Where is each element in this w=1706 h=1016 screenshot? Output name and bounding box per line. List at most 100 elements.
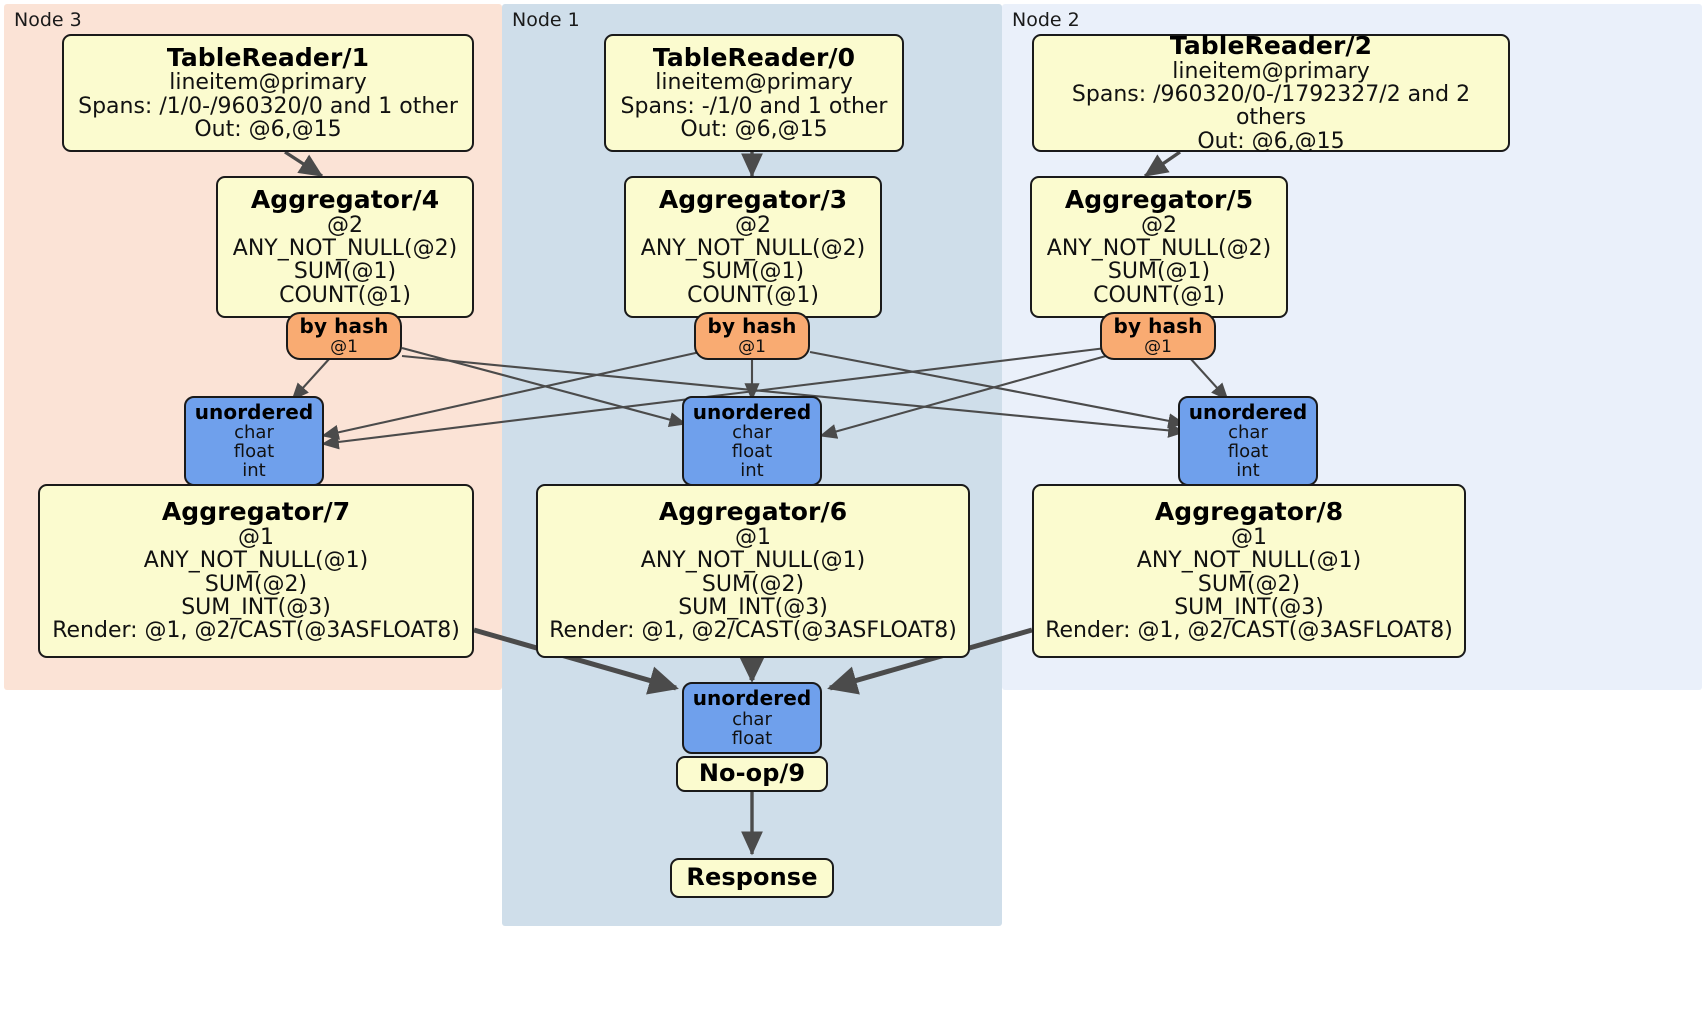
box-line: Out: @6,@15 (680, 116, 828, 142)
box-line: SUM(@1) (701, 259, 805, 285)
box-aggregator4[interactable]: Aggregator/4 @2 ANY_NOT_NULL(@2) SUM(@1)… (216, 176, 474, 318)
box-line: ANY_NOT_NULL(@2) (232, 235, 458, 261)
box-line: SUM(@2) (204, 571, 308, 597)
box-line: lineitem@primary (169, 70, 367, 96)
edge-byhash-center-to-unordered-right (809, 350, 1186, 429)
box-line: @1 (238, 524, 274, 550)
box-line: char (732, 708, 772, 730)
box-line: float (233, 441, 275, 463)
box-title: TableReader/1 (166, 42, 370, 72)
box-line: @1 (1144, 336, 1172, 357)
box-byhash-left[interactable]: by hash @1 (286, 312, 402, 360)
box-line: ANY_NOT_NULL(@1) (640, 548, 866, 574)
box-line: @2 (735, 212, 771, 238)
box-line: @1 (735, 524, 771, 550)
box-line: COUNT(@1) (687, 282, 819, 308)
box-unordered-left[interactable]: unordered char float int (184, 396, 324, 486)
box-line: SUM(@2) (701, 571, 805, 597)
edge-byhash-left-to-unordered-right (401, 354, 1186, 438)
box-line: SUM_INT(@3) (181, 594, 331, 620)
box-line: char (1228, 421, 1268, 443)
box-line: char (732, 421, 772, 443)
box-line: ANY_NOT_NULL(@2) (640, 235, 866, 261)
box-line: SUM(@1) (1107, 259, 1211, 285)
box-line: SUM(@1) (293, 259, 397, 285)
edge-byhash-right-to-unordered-center (819, 354, 1107, 439)
box-title: TableReader/2 (1169, 31, 1373, 61)
box-line: char (234, 421, 274, 443)
box-aggregator5[interactable]: Aggregator/5 @2 ANY_NOT_NULL(@2) SUM(@1)… (1030, 176, 1288, 318)
box-line: SUM_INT(@3) (1174, 594, 1324, 620)
box-title: Aggregator/7 (161, 497, 351, 527)
box-byhash-right[interactable]: by hash @1 (1100, 312, 1216, 360)
box-line: Render: @1, @2/CAST(@3ASFLOAT8) (52, 618, 460, 644)
box-line: Spans: /1/0-/960320/0 and 1 other (78, 93, 458, 119)
edge-aggregator7-to-unordered-final (473, 627, 679, 695)
box-line: int (740, 460, 764, 482)
node-panel-label-node1: Node 1 (512, 9, 580, 31)
box-line: @1 (1231, 524, 1267, 550)
box-title: Aggregator/3 (658, 185, 848, 215)
box-line: Spans: /960320/0-/1792327/2 and 2 others (1071, 81, 1471, 131)
box-unordered-right[interactable]: unordered char float int (1178, 396, 1318, 486)
box-line: lineitem@primary (1172, 58, 1370, 84)
box-noop9[interactable]: No-op/9 (676, 756, 828, 792)
node-panel-label-node2: Node 2 (1012, 9, 1080, 31)
box-line: SUM_INT(@3) (678, 594, 828, 620)
box-aggregator6[interactable]: Aggregator/6 @1 ANY_NOT_NULL(@1) SUM(@2)… (536, 484, 970, 658)
box-line: COUNT(@1) (1093, 282, 1225, 308)
edge-tablereader1-aggregator4 (284, 150, 324, 178)
box-line: Render: @1, @2/CAST(@3ASFLOAT8) (549, 618, 957, 644)
box-byhash-center[interactable]: by hash @1 (694, 312, 810, 360)
edge-byhash-right-to-unordered-right (1189, 357, 1229, 401)
box-line: int (242, 460, 266, 482)
box-title: TableReader/0 (652, 42, 856, 72)
box-title: unordered (1188, 399, 1308, 424)
node-panel-label-node3: Node 3 (14, 9, 82, 31)
box-aggregator8[interactable]: Aggregator/8 @1 ANY_NOT_NULL(@1) SUM(@2)… (1032, 484, 1466, 658)
box-line: ANY_NOT_NULL(@1) (143, 548, 369, 574)
box-title: by hash (299, 314, 389, 339)
box-title: Aggregator/6 (658, 497, 848, 527)
box-line: COUNT(@1) (279, 282, 411, 308)
box-line: float (731, 727, 773, 749)
box-title: by hash (707, 314, 797, 339)
box-line: @2 (327, 212, 363, 238)
box-line: @2 (1141, 212, 1177, 238)
edge-byhash-center-to-unordered-left (321, 350, 701, 440)
box-line: ANY_NOT_NULL(@2) (1046, 235, 1272, 261)
edge-aggregator8-to-unordered-final (827, 627, 1033, 695)
box-tablereader2[interactable]: TableReader/2 lineitem@primary Spans: /9… (1032, 31, 1510, 154)
box-title: Aggregator/8 (1154, 497, 1344, 527)
box-tablereader0[interactable]: TableReader/0 lineitem@primary Spans: -/… (604, 34, 904, 152)
box-line: Out: @6,@15 (194, 116, 342, 142)
box-line: @1 (738, 336, 766, 357)
box-title: Aggregator/4 (250, 185, 440, 215)
box-title: No-op/9 (698, 759, 806, 788)
box-title: unordered (692, 686, 812, 711)
edge-tablereader2-aggregator5 (1143, 150, 1181, 178)
box-unordered-center[interactable]: unordered char float int (682, 396, 822, 486)
box-line: float (1227, 441, 1269, 463)
box-line: lineitem@primary (655, 70, 853, 96)
box-title: Aggregator/5 (1064, 185, 1254, 215)
box-response[interactable]: Response (670, 858, 834, 898)
box-aggregator7[interactable]: Aggregator/7 @1 ANY_NOT_NULL(@1) SUM(@2)… (38, 484, 474, 658)
edge-byhash-left-to-unordered-left (291, 357, 331, 401)
box-title: unordered (692, 399, 812, 424)
box-line: Render: @1, @2/CAST(@3ASFLOAT8) (1045, 618, 1453, 644)
box-line: SUM(@2) (1197, 571, 1301, 597)
box-line: Out: @6,@15 (1197, 128, 1345, 154)
box-aggregator3[interactable]: Aggregator/3 @2 ANY_NOT_NULL(@2) SUM(@1)… (624, 176, 882, 318)
box-line: Spans: -/1/0 and 1 other (620, 93, 888, 119)
box-title: unordered (194, 399, 314, 424)
box-unordered-final[interactable]: unordered char float (682, 682, 822, 754)
box-title: by hash (1113, 314, 1203, 339)
box-line: @1 (330, 336, 358, 357)
box-line: float (731, 441, 773, 463)
box-title: Response (686, 863, 818, 892)
box-line: int (1236, 460, 1260, 482)
box-tablereader1[interactable]: TableReader/1 lineitem@primary Spans: /1… (62, 34, 474, 152)
